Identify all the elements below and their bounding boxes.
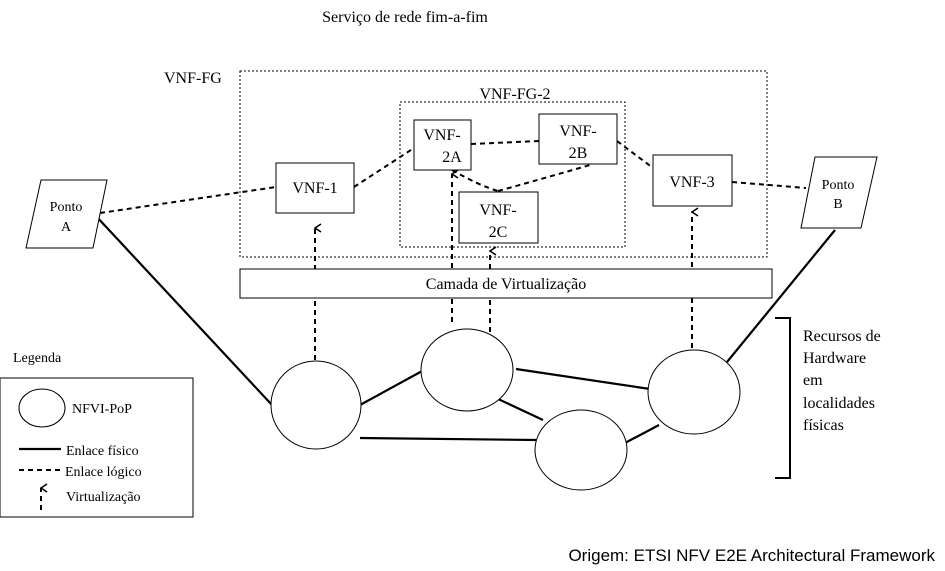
ponto-b: Ponto B (800, 156, 878, 229)
hardware-line-4: localidades (803, 395, 875, 412)
logical-link-vnf2b-vnf3 (616, 140, 654, 169)
vnf-2c: VNF- 2C (458, 191, 539, 244)
vnf-fg-label: VNF-FG (164, 70, 222, 87)
virtualization-layer-label: Camada de Virtualização (426, 276, 586, 293)
vnf-2a: VNF- 2A (413, 119, 472, 171)
legend-nfvi-pop-symbol (18, 388, 66, 428)
vnf-1-label: VNF-1 (292, 180, 337, 197)
vnf-fg-2-container (399, 101, 626, 248)
vnf-fg-2-label: VNF-FG-2 (479, 86, 550, 103)
vnf-3-label: VNF-3 (669, 174, 714, 191)
virtualization-layer (239, 268, 773, 299)
hardware-line-2: Hardware (803, 350, 866, 367)
logical-link-vnf3-ponto-b (731, 181, 807, 189)
physical-link-ponto-a-pop1 (94, 214, 273, 406)
vnf-fg-container (239, 70, 768, 258)
vnf-2b-label-line2: 2B (569, 145, 588, 162)
logical-link-vnf2a-vnf2c (451, 169, 499, 192)
vnf-2b: VNF- 2B (538, 113, 618, 165)
legend-nfvi-pop-label: NFVI-PoP (72, 402, 132, 417)
nfvi-pop-4 (647, 349, 741, 435)
physical-links (94, 214, 836, 444)
legend-items: NFVI-PoP Enlace físico Enlace lógico Vir… (18, 388, 142, 510)
vnf-3: VNF-3 (652, 154, 733, 207)
vnf-1: VNF-1 (275, 162, 355, 214)
physical-link-pop3-pop4 (624, 424, 660, 444)
physical-link-pop1-pop2 (359, 369, 425, 406)
vnf-2a-label-line2: 2A (442, 149, 462, 166)
logical-link-vnf1-vnf2a (353, 147, 415, 188)
hardware-bracket (775, 317, 791, 479)
diagram-title: Serviço de rede fim-a-fim (322, 9, 488, 26)
hardware-line-5: físicas (803, 417, 844, 434)
legend-logical-link-label: Enlace lógico (65, 465, 142, 480)
legend-virtualization-label: Virtualização (66, 490, 141, 505)
physical-link-ponto-b-pop4 (726, 229, 836, 363)
ponto-a-label-line1: Ponto (50, 200, 83, 215)
physical-link-pop2-pop4 (515, 367, 651, 391)
nfvi-pop-2 (420, 328, 514, 412)
nfvi-pops (270, 328, 741, 491)
ponto-b-label-line2: B (833, 197, 842, 212)
legend-title: Legenda (13, 351, 62, 366)
ponto-b-label-line1: Ponto (822, 178, 855, 193)
ponto-a-label-line2: A (61, 220, 72, 235)
logical-link-vnf2a-vnf2b (470, 140, 540, 145)
physical-link-pop1-pop3 (359, 436, 537, 442)
vnf-2b-label-line1: VNF- (559, 123, 596, 140)
hardware-line-3: em (803, 372, 823, 389)
hardware-resources-label: Recursos de Hardware em localidades físi… (803, 328, 881, 434)
source-caption: Origem: ETSI NFV E2E Architectural Frame… (568, 546, 935, 565)
logical-links (99, 140, 807, 214)
ponto-a: Ponto A (25, 179, 108, 249)
physical-link-pop2-pop3 (495, 397, 544, 421)
nfvi-pop-3 (534, 409, 628, 491)
vnf-2c-label-line2: 2C (489, 224, 508, 241)
legend-physical-link-label: Enlace físico (66, 444, 139, 459)
hardware-line-1: Recursos de (803, 328, 881, 345)
vnf-2c-label-line1: VNF- (479, 202, 516, 219)
vnf-2a-label-line1: VNF- (423, 127, 460, 144)
logical-link-vnf2c-vnf2b (497, 164, 591, 192)
logical-link-ponto-a-vnf1 (99, 186, 277, 214)
nfvi-pop-1 (270, 360, 362, 450)
